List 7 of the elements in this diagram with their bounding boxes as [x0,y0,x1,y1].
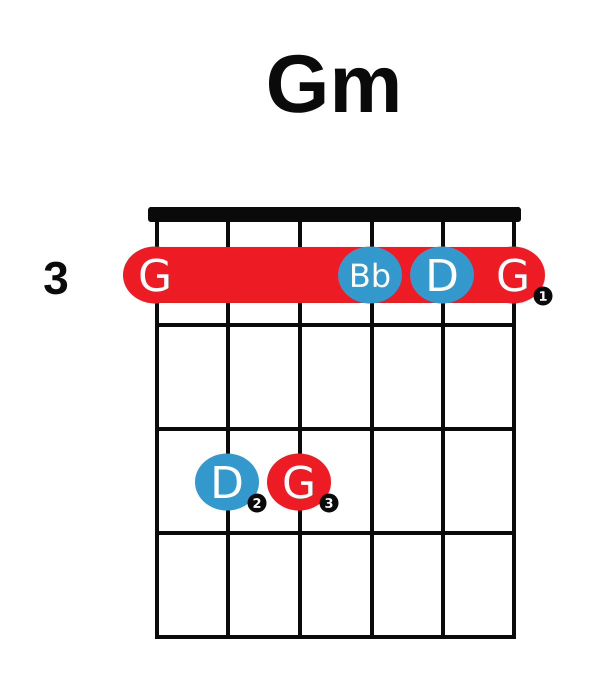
node-label: G [498,258,526,292]
finger-number: 1 [534,286,552,306]
node-label: G [140,258,168,292]
finger-number: 3 [320,494,338,512]
finger-number: 2 [248,494,266,512]
chord-title: Gm [269,54,398,113]
fret-number: 3 [44,262,68,294]
